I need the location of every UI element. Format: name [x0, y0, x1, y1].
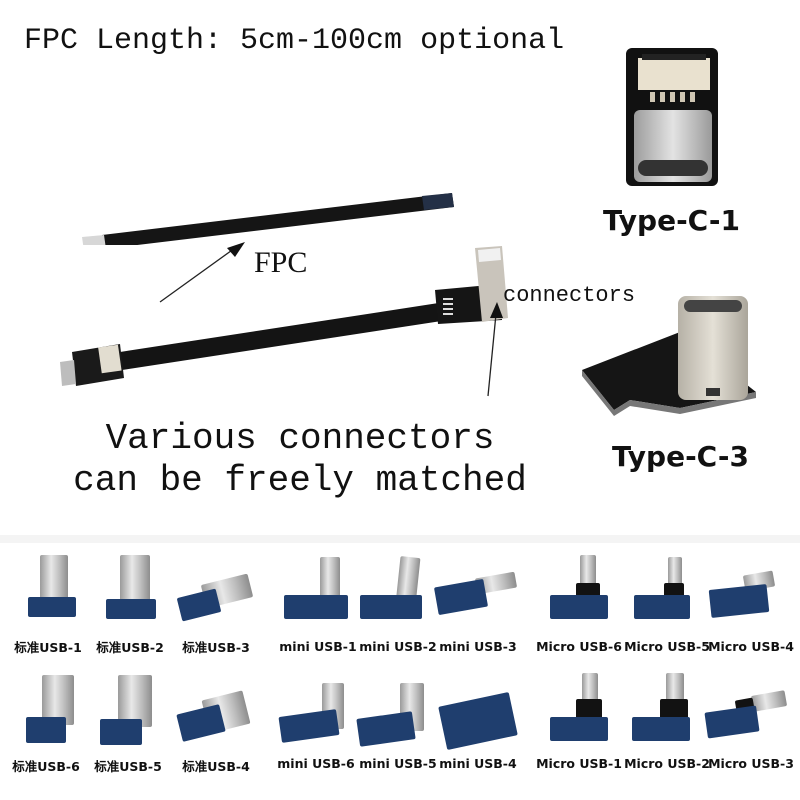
standard-usb-6-label: 标准USB-6: [12, 759, 80, 774]
mini-usb-1-image: [284, 557, 354, 627]
micro-usb-group: Micro USB-6 Micro USB-5 Micro USB-4 Micr…: [530, 545, 800, 795]
type-c-3-label: Type-C-3: [612, 440, 749, 473]
micro-usb-4-image: [708, 570, 788, 631]
mini-usb-2-label: mini USB-2: [359, 639, 437, 654]
type-c-1-connector: [622, 40, 722, 190]
type-c-1-image-icon: [626, 48, 718, 186]
connectors-arrow-icon: [487, 302, 503, 397]
standard-usb-3-label: 标准USB-3: [182, 640, 250, 655]
micro-usb-5-image: [628, 555, 698, 629]
micro-usb-1-image: [546, 673, 616, 751]
standard-usb-4-image: [175, 690, 255, 743]
micro-usb-3-label: Micro USB-3: [708, 756, 794, 771]
standard-usb-1-image: [22, 555, 82, 625]
standard-usb-5-label: 标准USB-5: [94, 759, 162, 774]
fpc-cable-assembly: [60, 240, 520, 400]
standard-usb-5-image: [100, 675, 160, 750]
micro-usb-3-image: [704, 689, 792, 749]
fpc-arrow-icon: [159, 242, 245, 303]
type-c-1-label: Type-C-1: [603, 204, 740, 237]
micro-usb-4-label: Micro USB-4: [708, 639, 794, 654]
standard-usb-3-image: [175, 573, 255, 625]
fpc-cable-icon: [82, 193, 454, 251]
fpc-cable-bare: [82, 185, 462, 251]
mini-usb-1-label: mini USB-1: [279, 639, 357, 654]
mini-usb-4-image: [438, 691, 518, 751]
fpc-assembly-icon: [60, 246, 508, 386]
standard-usb-group: 标准USB-1 标准USB-2 标准USB-3 标准USB-6 标准USB-5 …: [0, 545, 270, 795]
micro-usb-2-label: Micro USB-2: [624, 756, 710, 771]
mini-usb-3-image: [433, 571, 522, 623]
mini-usb-4-label: mini USB-4: [439, 756, 517, 771]
tagline-line-2: can be freely matched: [73, 460, 527, 501]
page-title: FPC Length: 5cm-100cm optional: [24, 24, 565, 58]
standard-usb-4-label: 标准USB-4: [182, 759, 250, 774]
type-c-3-connector: [580, 292, 760, 422]
standard-usb-1-label: 标准USB-1: [14, 640, 82, 655]
fpc-annotation: FPC: [254, 246, 308, 279]
section-divider: [0, 535, 800, 543]
standard-usb-2-image: [102, 555, 162, 625]
tagline: Various connectors can be freely matched: [40, 418, 560, 502]
mini-usb-5-image: [356, 683, 434, 753]
tagline-line-1: Various connectors: [105, 418, 495, 459]
standard-usb-2-label: 标准USB-2: [96, 640, 164, 655]
micro-usb-5-label: Micro USB-5: [624, 639, 710, 654]
micro-usb-6-label: Micro USB-6: [536, 639, 622, 654]
mini-usb-3-label: mini USB-3: [439, 639, 517, 654]
micro-usb-2-image: [628, 673, 698, 751]
mini-usb-5-label: mini USB-5: [359, 756, 437, 771]
mini-usb-group: mini USB-1 mini USB-2 mini USB-3 mini US…: [270, 545, 530, 795]
mini-usb-6-label: mini USB-6: [277, 756, 355, 771]
standard-usb-6-image: [22, 675, 82, 750]
connectors-annotation: connectors: [503, 283, 636, 308]
mini-usb-2-image: [360, 556, 430, 627]
type-c-3-image-icon: [582, 296, 756, 416]
mini-usb-6-image: [278, 683, 356, 753]
micro-usb-6-image: [546, 555, 616, 629]
micro-usb-1-label: Micro USB-1: [536, 756, 622, 771]
